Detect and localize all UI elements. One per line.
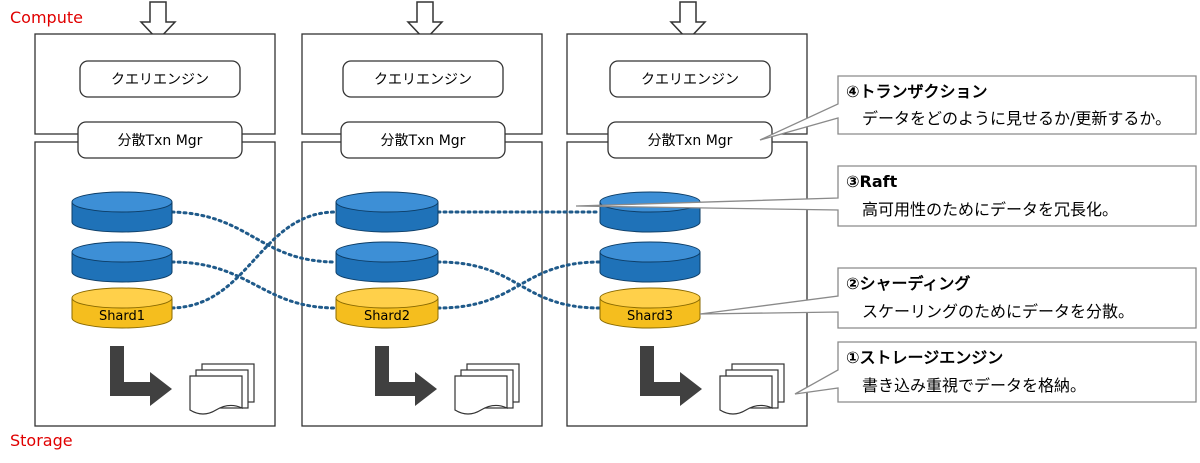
callout-box: [699, 267, 1197, 329]
txn-mgr-box: [340, 121, 506, 159]
shard-disk-icon: [335, 287, 439, 329]
write-arrow-icon: [110, 346, 172, 406]
callout-title: ①ストレージエンジン: [846, 348, 1003, 367]
replica-disk-icon: [335, 241, 439, 283]
callout-title: ③Raft: [846, 172, 898, 191]
callout-box: [794, 341, 1197, 403]
node-1-storage-flow: [110, 346, 255, 415]
replica-disk-icon: [599, 241, 701, 283]
callout-transaction: ④トランザクション データをどのように見せるか/更新するか。: [759, 75, 1197, 141]
query-engine-label: クエリエンジン: [111, 72, 209, 88]
callout-body: 書き込み重視でデータを格納。: [862, 376, 1086, 395]
write-arrow-icon: [640, 346, 702, 406]
shard-disk-icon: [599, 287, 701, 329]
txn-mgr-label: 分散Txn Mgr: [648, 133, 733, 149]
query-engine-box: [609, 60, 771, 98]
storage-label: Storage: [10, 431, 73, 450]
input-arrow-icon: [139, 1, 177, 42]
input-arrow-icon: [669, 1, 707, 42]
query-engine-label: クエリエンジン: [641, 72, 739, 88]
callout-title: ④トランザクション: [846, 82, 988, 101]
txn-mgr-box: [607, 121, 773, 159]
write-arrow-icon: [375, 346, 437, 406]
callout-storage-engine: ①ストレージエンジン 書き込み重視でデータを格納。: [794, 341, 1197, 403]
query-engine-box: [342, 60, 504, 98]
shard-disk-icon: [71, 287, 173, 329]
query-engine-label: クエリエンジン: [374, 72, 472, 88]
replica-disk-icon: [599, 191, 701, 233]
callout-box: [575, 165, 1197, 227]
shard-label: Shard3: [627, 309, 673, 324]
callout-title: ②シャーディング: [846, 274, 970, 293]
raft-link: [170, 260, 338, 310]
shard-label: Shard2: [364, 309, 410, 324]
node-2-disks: Shard2: [335, 191, 439, 329]
callout-body: データをどのように見せるか/更新するか。: [862, 109, 1171, 128]
node-2-storage-flow: [375, 346, 520, 415]
node-3-storage-flow: [640, 346, 785, 415]
raft-link: [436, 260, 602, 310]
node-1: クエリエンジン 分散Txn Mgr: [34, 1, 276, 427]
raft-link: [170, 210, 338, 310]
callout-body: 高可用性のためにデータを冗長化。: [862, 200, 1118, 219]
replica-disk-icon: [71, 191, 173, 233]
files-icon: [454, 363, 520, 415]
query-engine-box: [79, 60, 241, 98]
raft-links: [170, 210, 602, 310]
txn-mgr-box: [77, 121, 243, 159]
replica-disk-icon: [335, 191, 439, 233]
node-3-disks: Shard3: [599, 191, 701, 329]
callout-box: [759, 75, 1197, 141]
input-arrow-icon: [406, 1, 444, 42]
raft-link: [170, 210, 338, 264]
replica-disk-icon: [71, 241, 173, 283]
node-1-disks: Shard1: [71, 191, 173, 329]
callout-raft: ③Raft 高可用性のためにデータを冗長化。: [575, 165, 1197, 227]
files-icon: [189, 363, 255, 415]
node-2: クエリエンジン 分散Txn Mgr: [301, 1, 543, 427]
txn-mgr-label: 分散Txn Mgr: [381, 133, 466, 149]
shard-label: Shard1: [99, 309, 145, 324]
compute-label: Compute: [10, 8, 83, 27]
callout-sharding: ②シャーディング スケーリングのためにデータを分散。: [699, 267, 1197, 329]
callout-body: スケーリングのためにデータを分散。: [862, 302, 1134, 321]
files-icon: [719, 363, 785, 415]
txn-mgr-label: 分散Txn Mgr: [118, 133, 203, 149]
